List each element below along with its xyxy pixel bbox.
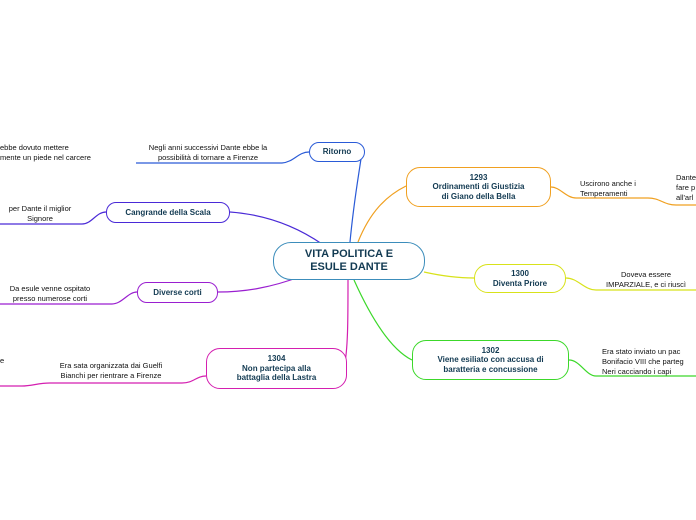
- leaf-1304-extra[interactable]: e: [0, 356, 5, 365]
- branch-1293[interactable]: 1293 Ordinamenti di Giustizia di Giano d…: [406, 167, 551, 207]
- leaf-1300-imparziale[interactable]: Doveva essere IMPARZIALE, e ci riuscì: [606, 270, 686, 289]
- branch-1300[interactable]: 1300 Diventa Priore: [474, 264, 566, 293]
- link-ritorno-leaf: [136, 151, 310, 164]
- link-1304-leaf: [50, 375, 207, 384]
- link-corti-leaf: [0, 291, 138, 305]
- branch-1302[interactable]: 1302 Viene esiliato con accusa di baratt…: [412, 340, 569, 380]
- leaf-1302-bonifacio[interactable]: Era stato inviato un pac Bonifacio VIII …: [602, 347, 684, 376]
- link-1302: [353, 279, 413, 361]
- central-topic[interactable]: VITA POLITICA E ESULE DANTE: [273, 242, 425, 280]
- link-1293-leaf: [550, 186, 648, 199]
- link-1304-leaf2: [0, 382, 51, 387]
- leaf-ritorno-carcere[interactable]: ebbe dovuto mettere mente un piede nel c…: [0, 143, 91, 162]
- link-cangrande: [229, 211, 323, 245]
- leaf-cangrande-signore[interactable]: per Dante il miglior Signore: [8, 204, 72, 223]
- leaf-ritorno-possibilita[interactable]: Negli anni successivi Dante ebbe la poss…: [148, 143, 268, 162]
- branch-cangrande[interactable]: Cangrande della Scala: [106, 202, 230, 223]
- link-ritorno: [349, 151, 363, 243]
- link-1300-leaf: [565, 277, 696, 291]
- leaf-1304-guelfi[interactable]: Era sata organizzata dai Guelfi Bianchi …: [59, 361, 163, 380]
- link-1293: [357, 185, 407, 243]
- leaf-1293-arti[interactable]: Dante fare p all'arl: [676, 173, 696, 202]
- link-1302-leaf: [568, 359, 696, 377]
- branch-diverse-corti[interactable]: Diverse corti: [137, 282, 218, 303]
- link-cangrande-leaf: [0, 211, 107, 225]
- link-1293-leaf2: [647, 197, 696, 206]
- branch-ritorno[interactable]: Ritorno: [309, 142, 365, 162]
- leaf-1293-temperamenti[interactable]: Uscirono anche i Temperamenti: [580, 179, 636, 198]
- leaf-corti-ospitato[interactable]: Da esule venne ospitato presso numerose …: [9, 284, 91, 303]
- link-1300: [423, 271, 475, 279]
- branch-1304[interactable]: 1304 Non partecipa alla battaglia della …: [206, 348, 347, 389]
